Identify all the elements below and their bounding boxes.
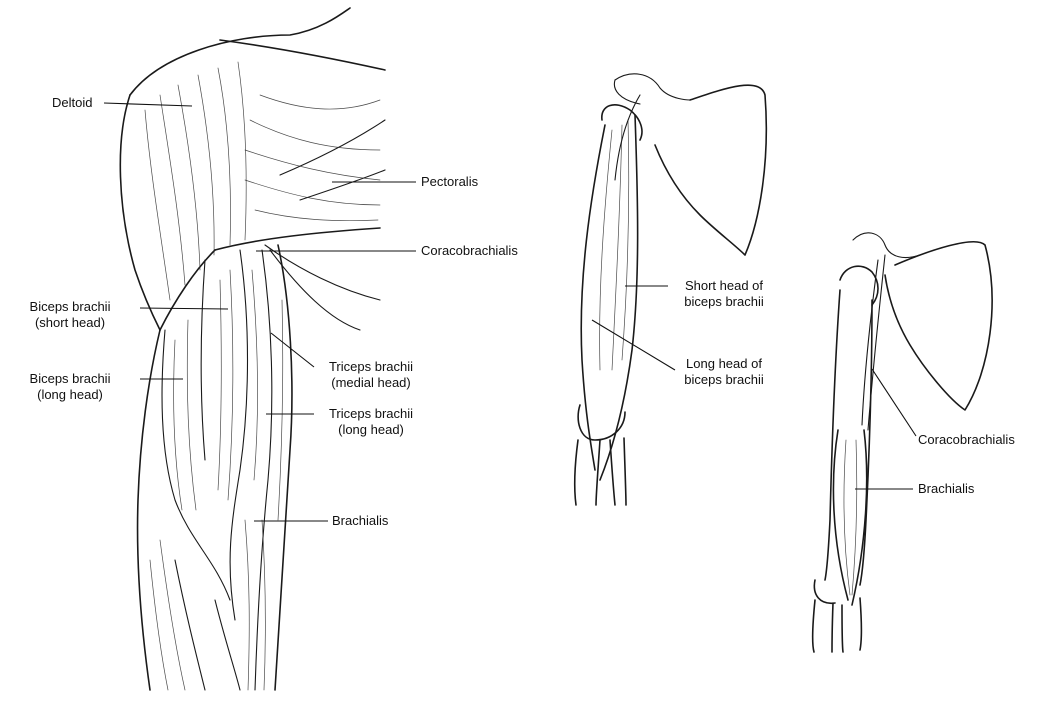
label-triceps-medial-head-line2: (medial head) <box>316 375 426 391</box>
label-short-head-biceps: Short head of biceps brachii <box>668 278 780 310</box>
label-biceps-long-head-line1: Biceps brachii <box>4 371 136 387</box>
label-coracobrachialis-right: Coracobrachialis <box>918 432 1015 448</box>
label-coracobrachialis: Coracobrachialis <box>421 243 518 259</box>
label-deltoid: Deltoid <box>52 95 92 111</box>
label-biceps-long-head-line2: (long head) <box>4 387 136 403</box>
label-triceps-medial-head-line1: Triceps brachii <box>316 359 426 375</box>
label-brachialis-right: Brachialis <box>918 481 974 497</box>
label-short-head-biceps-line2: biceps brachii <box>668 294 780 310</box>
label-biceps-short-head-line1: Biceps brachii <box>4 299 136 315</box>
leader-lines <box>104 103 916 521</box>
label-triceps-medial-head: Triceps brachii (medial head) <box>316 359 426 391</box>
label-pectoralis: Pectoralis <box>421 174 478 190</box>
label-short-head-biceps-line1: Short head of <box>668 278 780 294</box>
full-arm-drawing <box>120 8 385 690</box>
label-biceps-short-head-line2: (short head) <box>4 315 136 331</box>
label-brachialis: Brachialis <box>332 513 388 529</box>
label-triceps-long-head-line1: Triceps brachii <box>316 406 426 422</box>
label-long-head-biceps-line2: biceps brachii <box>668 372 780 388</box>
label-triceps-long-head: Triceps brachii (long head) <box>316 406 426 438</box>
label-long-head-biceps-line1: Long head of <box>668 356 780 372</box>
label-triceps-long-head-line2: (long head) <box>316 422 426 438</box>
label-biceps-short-head: Biceps brachii (short head) <box>4 299 136 331</box>
label-long-head-biceps: Long head of biceps brachii <box>668 356 780 388</box>
label-biceps-long-head: Biceps brachii (long head) <box>4 371 136 403</box>
